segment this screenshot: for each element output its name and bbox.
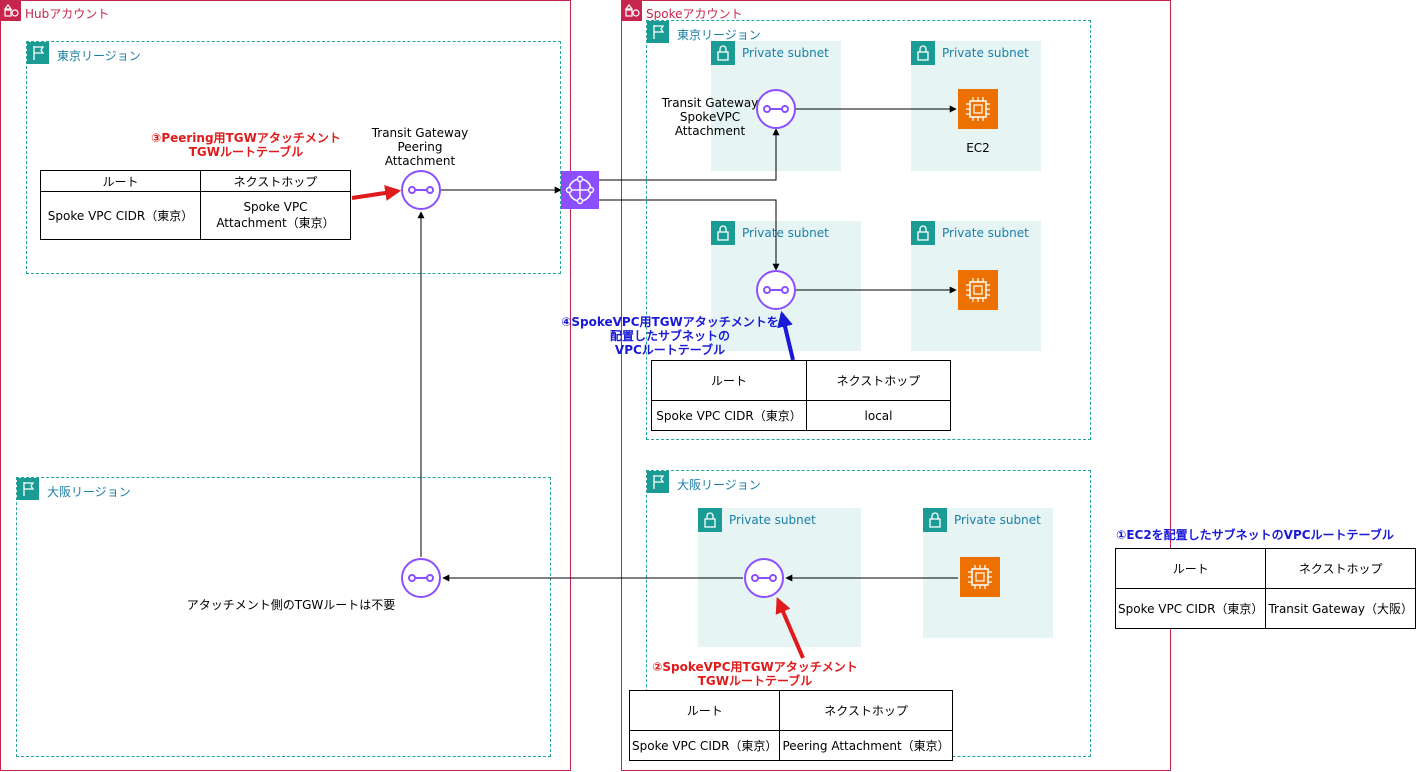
lock-icon <box>911 41 935 65</box>
route-cell: Spoke VPC CIDR（東京） <box>651 400 807 431</box>
spoke-account: Spokeアカウント <box>621 0 1171 771</box>
red-arrow <box>775 597 805 659</box>
ec2-label: EC2 <box>966 141 990 155</box>
tgw-peering-label: Transit Gateway Peering Attachment <box>371 126 469 168</box>
route-header: ルート <box>628 690 781 731</box>
spoke-osaka-region-label: 大阪リージョン <box>677 478 761 492</box>
subnet-label: Private subnet <box>942 226 1029 240</box>
tgw-attachment-icon[interactable] <box>755 88 797 130</box>
route-header: ルート <box>651 360 807 401</box>
route-header: ルート <box>1114 548 1267 589</box>
subnet-label: Private subnet <box>742 226 829 240</box>
account-icon <box>1 1 21 21</box>
flag-icon <box>27 42 49 64</box>
route-table-3: ルート ネクストホップ Spoke VPC CIDR（東京） Spoke VPC… <box>40 170 351 240</box>
hub-osaka-region-label: 大阪リージョン <box>47 485 131 499</box>
tgw-attachment-icon[interactable] <box>743 557 785 599</box>
hub-account-label: Hubアカウント <box>25 7 110 21</box>
subnet-label: Private subnet <box>942 46 1029 60</box>
tgw-spoke-attachment-label: Transit Gateway SpokeVPC Attachment <box>661 96 759 138</box>
lock-icon <box>698 508 722 532</box>
next-hop-cell: local <box>806 400 951 431</box>
spoke-tokyo-region-label: 東京リージョン <box>677 28 761 42</box>
lock-icon <box>711 41 735 65</box>
subnet-label: Private subnet <box>954 513 1041 527</box>
next-hop-header: ネクストホップ <box>779 690 953 731</box>
hub-osaka-region: 大阪リージョン <box>16 477 551 757</box>
lock-icon <box>923 508 947 532</box>
tgw-attachment-icon[interactable] <box>755 269 797 311</box>
connector <box>598 199 780 271</box>
flag-icon <box>647 471 669 493</box>
next-hop-cell: Spoke VPC Attachment（東京） <box>200 191 351 240</box>
hub-account: Hubアカウント <box>0 0 571 771</box>
next-hop-cell: Peering Attachment（東京） <box>779 730 953 761</box>
red-arrow <box>351 185 402 201</box>
ec2-icon[interactable] <box>958 270 998 310</box>
blue-arrow <box>777 310 795 361</box>
transit-gateway-icon[interactable] <box>561 171 599 209</box>
route-cell: Spoke VPC CIDR（東京） <box>40 191 201 240</box>
next-hop-cell: Transit Gateway（大阪） <box>1265 588 1416 629</box>
next-hop-header: ネクストホップ <box>200 170 351 192</box>
lock-icon <box>711 221 735 245</box>
subnet-label: Private subnet <box>729 513 816 527</box>
ec2-icon[interactable] <box>958 89 998 129</box>
account-icon <box>622 1 642 21</box>
spoke-account-label: Spokeアカウント <box>646 7 743 21</box>
flag-icon <box>17 478 39 500</box>
no-route-note: アタッチメント側のTGWルートは不要 <box>186 598 396 612</box>
route-table-4: ルート ネクストホップ Spoke VPC CIDR（東京） local <box>651 360 951 431</box>
route-header: ルート <box>40 170 201 192</box>
tgw-attachment-icon[interactable] <box>400 557 442 599</box>
note-1: ①EC2を配置したサブネットのVPCルートテーブル <box>1116 528 1394 542</box>
ec2-icon[interactable] <box>960 557 1000 597</box>
flag-icon <box>647 21 669 43</box>
spoke-tokyo-region: 東京リージョン <box>646 20 1091 440</box>
route-table-2: ルート ネクストホップ Spoke VPC CIDR（東京） Peering A… <box>628 690 953 761</box>
route-table-1: ルート ネクストホップ Spoke VPC CIDR（東京） Transit G… <box>1114 548 1416 629</box>
hub-tokyo-region: 東京リージョン <box>26 41 561 274</box>
note-4: ④SpokeVPC用TGWアタッチメントを 配置したサブネットの VPCルートテ… <box>561 315 779 357</box>
route-cell: Spoke VPC CIDR（東京） <box>1114 588 1267 629</box>
subnet-label: Private subnet <box>742 46 829 60</box>
lock-icon <box>911 221 935 245</box>
next-hop-header: ネクストホップ <box>806 360 951 401</box>
note-2: ②SpokeVPC用TGWアタッチメント TGWルートテーブル <box>652 660 858 688</box>
route-cell: Spoke VPC CIDR（東京） <box>628 730 781 761</box>
next-hop-header: ネクストホップ <box>1265 548 1416 589</box>
hub-tokyo-region-label: 東京リージョン <box>57 49 141 63</box>
note-3: ③Peering用TGWアタッチメント TGWルートテーブル <box>151 131 341 159</box>
tgw-attachment-icon[interactable] <box>400 169 442 211</box>
connector <box>598 128 780 181</box>
